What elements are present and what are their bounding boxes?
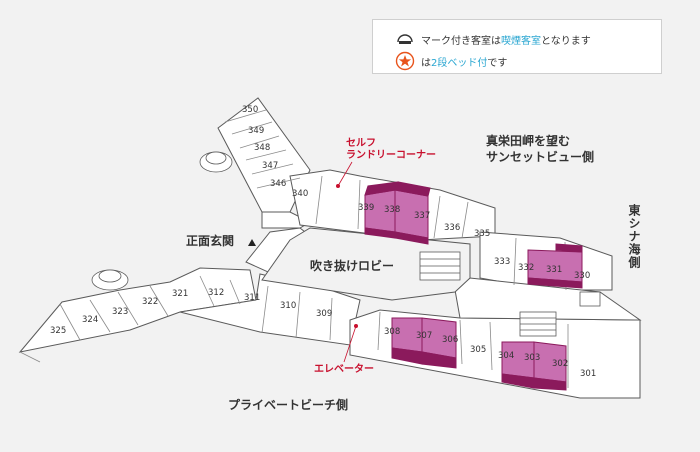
wing-southwest: [18, 267, 257, 353]
legend-smoking-highlight: 喫煙客室: [501, 35, 541, 47]
room-346: 346: [270, 179, 286, 189]
elevator-leader: [343, 325, 357, 363]
room-337: 337: [414, 211, 430, 221]
self-laundry-label: セルフ ランドリーコーナー: [346, 138, 436, 162]
room-306: 306: [442, 335, 458, 345]
room-323: 323: [112, 307, 128, 317]
legend-smoking-prefix: マーク付き客室は: [421, 35, 501, 47]
east-china-sea-label: 東シナ海側: [627, 204, 641, 269]
room-330: 330: [574, 271, 590, 281]
room-303: 303: [524, 353, 540, 363]
room-339: 339: [358, 203, 374, 213]
room-311: 311: [244, 293, 260, 303]
spiral-stair-north: [199, 151, 233, 173]
laundry-leader: [337, 161, 353, 187]
self-laundry-line2: ランドリーコーナー: [346, 150, 436, 161]
room-333: 333: [494, 257, 510, 267]
main-entrance-label: 正面玄関: [186, 234, 235, 248]
atrium-lobby-label: 吹き抜けロビー: [310, 259, 395, 273]
room-325: 325: [50, 326, 66, 336]
bunk-rooms: [364, 181, 583, 391]
room-340: 340: [292, 189, 308, 199]
room-335: 335: [474, 229, 490, 239]
room-306-wall: [421, 351, 457, 369]
sunset-view-line2: サンセットビュー側: [486, 150, 595, 164]
room-305: 305: [470, 345, 486, 355]
private-beach-label: プライベートビーチ側: [228, 398, 349, 412]
elevator-label: エレベーター: [314, 364, 374, 375]
legend-smoking-row: マーク付き客室は喫煙客室となります: [395, 29, 591, 49]
room-331-wall: [527, 277, 583, 289]
room-322: 322: [142, 297, 158, 307]
room-304: 304: [498, 351, 514, 361]
legend-bunk-prefix: は: [421, 57, 431, 69]
room-302-wall: [533, 377, 567, 391]
self-laundry-line1: セルフ: [346, 138, 376, 149]
room-312: 312: [208, 288, 224, 298]
room-308: 308: [384, 327, 400, 337]
room-331: 331: [546, 265, 562, 275]
legend-bunk-highlight: 2段ベッド付: [431, 57, 488, 69]
room-331-top: [555, 243, 583, 253]
legend-smoking-suffix: となります: [541, 35, 591, 47]
spiral-stair-west: [91, 269, 129, 291]
room-301: 301: [580, 369, 596, 379]
triangle-up-icon: [248, 239, 256, 246]
block-south-central: [179, 273, 361, 346]
room-324: 324: [82, 315, 98, 325]
room-350: 350: [242, 105, 258, 115]
sunset-view-label: 真栄田岬を望む サンセットビュー側: [486, 133, 594, 165]
room-332: 332: [518, 263, 534, 273]
atrium-void: [261, 227, 471, 301]
room-307: 307: [416, 331, 432, 341]
room-347: 347: [262, 161, 278, 171]
room-310: 310: [280, 301, 296, 311]
room-302: 302: [552, 359, 568, 369]
star-icon: [395, 51, 415, 71]
room-321: 321: [172, 289, 188, 299]
stairs-far-east: [579, 291, 601, 307]
room-349: 349: [248, 126, 264, 136]
room-337-wall: [394, 231, 429, 245]
room-309: 309: [316, 309, 332, 319]
smoking-icon: [397, 34, 413, 44]
sunset-view-line1: 真栄田岬を望む: [486, 134, 571, 148]
room-337-top: [394, 181, 431, 197]
room-338: 338: [384, 205, 400, 215]
room-348: 348: [254, 143, 270, 153]
room-336: 336: [444, 223, 460, 233]
legend-bunk-suffix: です: [487, 57, 508, 69]
